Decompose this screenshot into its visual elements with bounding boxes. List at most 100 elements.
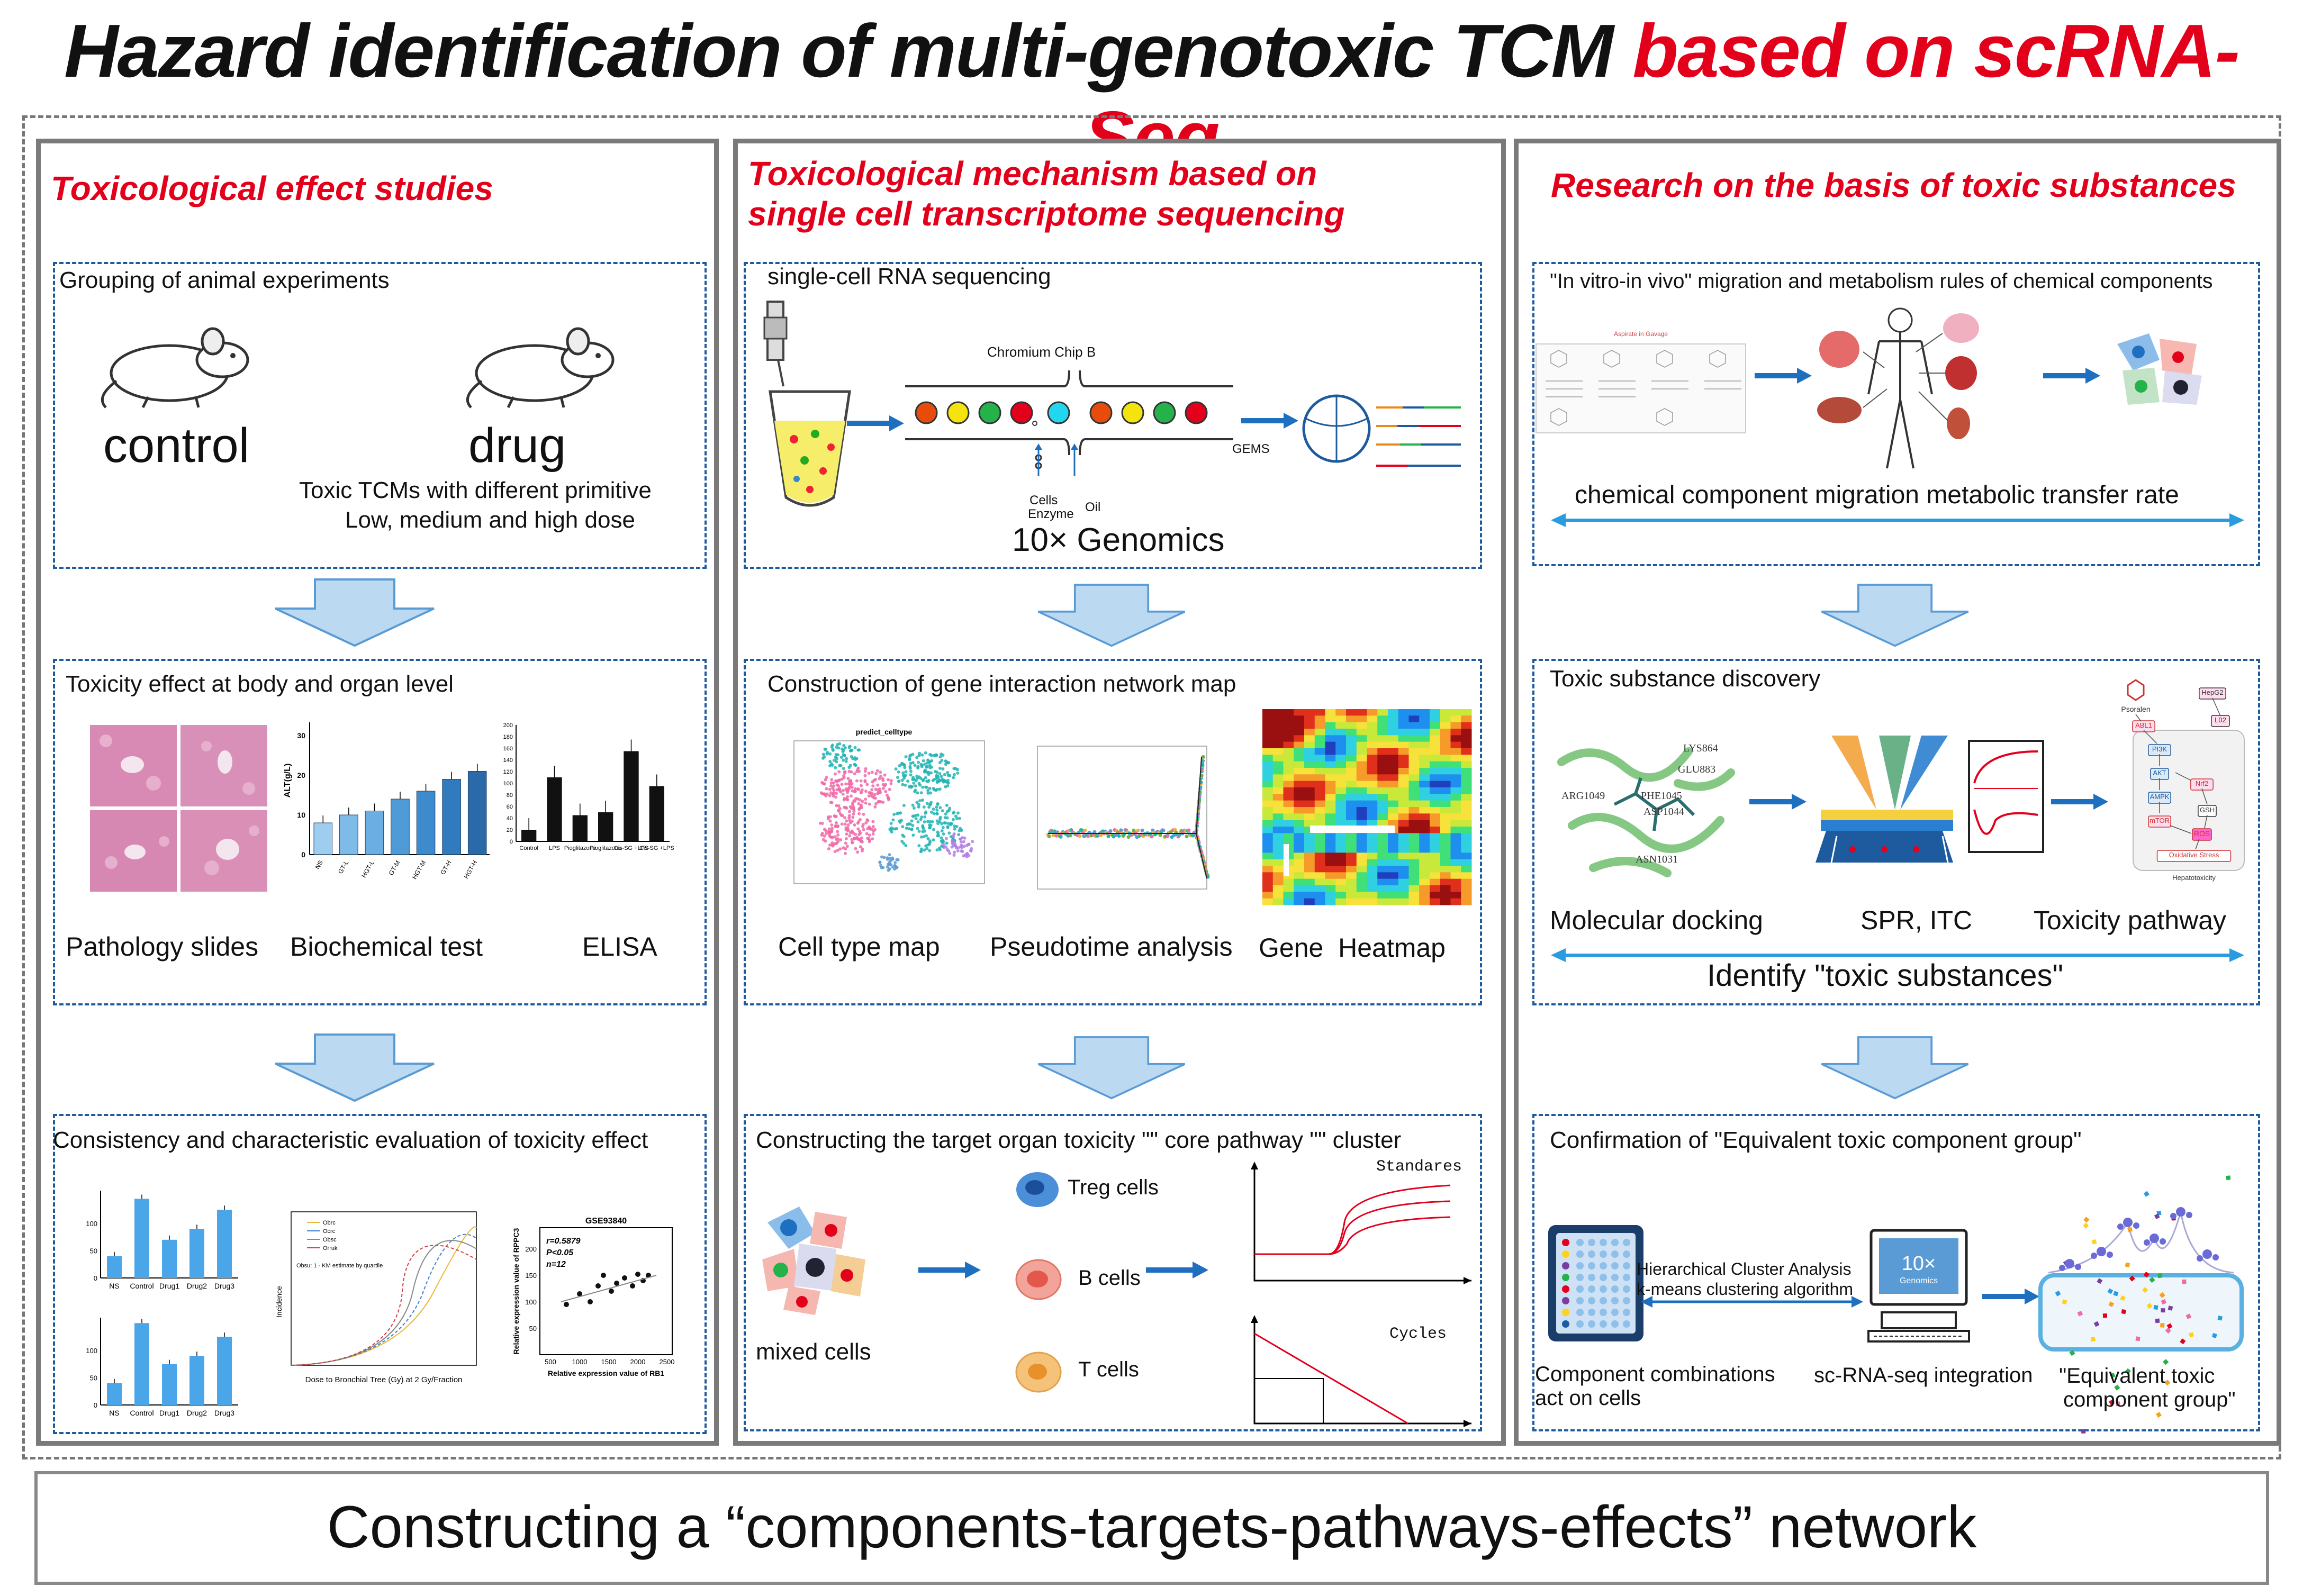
docking-residue-label: ARG1049 <box>1561 790 1605 802</box>
pathway-node-label: Oxidative Stress <box>2169 851 2219 859</box>
umap-point <box>859 845 862 849</box>
pathway-node-label: mTOR <box>2150 817 2170 824</box>
heatmap-cell <box>1283 800 1294 808</box>
umap-point <box>962 854 965 858</box>
alt-bar <box>339 814 358 855</box>
umap-point <box>845 845 849 848</box>
heatmap-cell <box>1388 892 1399 899</box>
component-marker <box>2160 1323 2165 1328</box>
heatmap-cell <box>1367 872 1378 879</box>
umap-point <box>834 755 837 759</box>
heatmap-cell <box>1262 846 1274 853</box>
umap-point <box>836 848 839 852</box>
consistency-bar <box>134 1199 149 1278</box>
heatmap-cell <box>1419 878 1430 886</box>
heatmap-cell <box>1377 839 1388 847</box>
umap-point <box>944 837 948 840</box>
heatmap-cell <box>1325 722 1336 729</box>
umap-point <box>917 805 920 809</box>
umap-point <box>834 795 838 799</box>
hca-label: Hierarchical Cluster Analysis <box>1637 1259 1852 1278</box>
heatmap-cell <box>1294 859 1305 866</box>
heatmap-cell <box>1367 722 1378 729</box>
pathway-node-box <box>2148 815 2171 828</box>
heatmap-cell <box>1283 787 1294 794</box>
heatmap-cell <box>1294 833 1305 840</box>
heatmap-cell <box>1408 898 1420 905</box>
heatmap-cell <box>1419 709 1430 716</box>
heatmap-cell <box>1272 853 1284 860</box>
heatmap-cell <box>1294 820 1305 827</box>
heatmap-cell <box>1408 735 1420 742</box>
umap-point <box>922 835 926 839</box>
heatmap-cell <box>1388 787 1399 794</box>
umap-point <box>959 840 963 844</box>
umap-point <box>843 822 847 826</box>
heatmap-cell <box>1335 833 1347 840</box>
heatmap-cell <box>1325 833 1336 840</box>
heatmap-cell <box>1335 859 1347 866</box>
umap-point <box>917 760 920 764</box>
heatmap-cell <box>1367 774 1378 782</box>
heatmap-cell <box>1314 898 1325 905</box>
umap-point <box>911 752 915 756</box>
heatmap-cell <box>1440 820 1451 827</box>
p3-box3-label: Confirmation of "Equivalent toxic compon… <box>1550 1127 2082 1153</box>
umap-point <box>913 790 917 793</box>
heatmap-cell <box>1346 722 1357 729</box>
pseudotime-point <box>1150 835 1154 839</box>
heatmap-cell <box>1272 827 1284 833</box>
heatmap-cell <box>1325 715 1336 723</box>
component-marker <box>2153 1305 2159 1310</box>
umap-point <box>826 817 830 821</box>
heatmap-cell <box>1314 729 1325 736</box>
heatmap-cell <box>1450 839 1461 847</box>
p2-box1-label: single-cell RNA sequencing <box>767 264 1051 289</box>
umap-point <box>951 818 955 821</box>
heatmap-cell <box>1430 768 1441 775</box>
heatmap-cell <box>1304 709 1315 716</box>
umap-point <box>857 812 861 815</box>
title-black: Hazard identification of multi-genotoxic… <box>64 9 1614 93</box>
umap-point <box>920 753 924 757</box>
heatmap-cell <box>1450 755 1461 762</box>
heatmap-cell <box>1356 878 1367 886</box>
heatmap-cell <box>1461 748 1472 755</box>
alt-category-label: HGT-L <box>360 859 376 879</box>
heatmap-cell <box>1430 761 1441 768</box>
elisa-tick-label: 140 <box>503 757 513 764</box>
well <box>1576 1262 1584 1269</box>
heatmap-cell <box>1440 800 1451 808</box>
umap-point <box>962 845 966 848</box>
heatmap-cell <box>1272 872 1284 879</box>
heatmap-cell <box>1325 787 1336 794</box>
pseudotime-point <box>1068 833 1072 838</box>
p2-box3-label: Constructing the target organ toxicity "… <box>756 1127 1402 1153</box>
p3-box-equivalent-group <box>1532 1114 2260 1431</box>
umap-point <box>837 770 841 774</box>
umap-point <box>965 853 969 857</box>
heatmap-cell <box>1262 892 1274 899</box>
heatmap-cell <box>1440 735 1451 742</box>
heatmap-cell <box>1346 859 1357 866</box>
heatmap-cell <box>1461 709 1472 716</box>
alt-tick-label: 10 <box>297 811 305 819</box>
well <box>1623 1297 1630 1304</box>
pathway-node-label: Nrf2 <box>2196 779 2209 787</box>
heatmap-cell <box>1304 813 1315 821</box>
umap-point <box>891 856 895 860</box>
molecule-node <box>2107 1252 2113 1258</box>
heatmap-cell <box>1367 800 1378 808</box>
umap-point <box>923 815 927 819</box>
well <box>1576 1297 1584 1304</box>
umap-point <box>929 801 933 804</box>
heatmap-cell <box>1325 839 1336 847</box>
heatmap-cell <box>1388 866 1399 873</box>
heatmap-cell <box>1408 715 1420 723</box>
heatmap-cell <box>1272 748 1284 755</box>
umap-point <box>850 755 853 758</box>
well <box>1588 1297 1595 1304</box>
umap-point <box>827 827 831 831</box>
umap-point <box>919 791 923 795</box>
heatmap-cell <box>1304 781 1315 788</box>
